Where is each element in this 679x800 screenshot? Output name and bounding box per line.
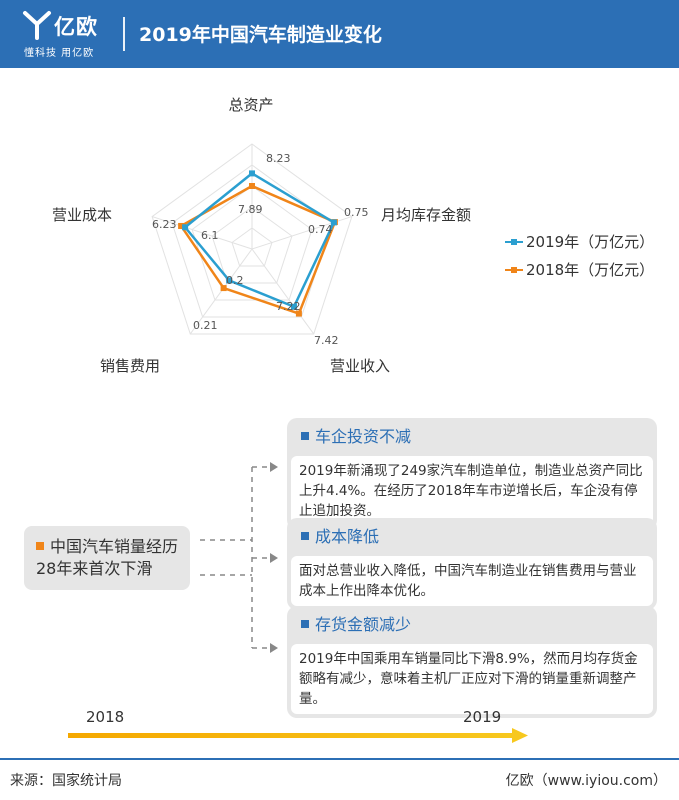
value-2018-monthly-inventory: 0.75 [344, 206, 369, 219]
legend-dot-2019 [511, 239, 517, 245]
footer-credit: 亿欧（www.iyiou.com） [505, 773, 667, 789]
radar-axis-labels: 总资产 月均库存金额 营业收入 销售费用 营业成本 [52, 96, 471, 375]
card-title: 车企投资不减 [315, 427, 412, 446]
radar-chart: 总资产 月均库存金额 营业收入 销售费用 营业成本 8.23 7.89 0.75… [52, 96, 654, 375]
timeline-bar [68, 733, 514, 738]
timeline-end-label: 2019 [463, 708, 502, 726]
page-title: 2019年中国汽车制造业变化 [139, 24, 382, 46]
value-2019-monthly-inventory: 0.74 [308, 223, 333, 236]
connector-lines [200, 462, 278, 653]
blue-square-icon [301, 432, 309, 440]
header-bar: 亿欧 懂科技 用亿欧 2019年中国汽车制造业变化 [0, 0, 679, 68]
arrow-top [270, 462, 278, 472]
axis-label-monthly-inventory: 月均库存金额 [381, 206, 471, 224]
card-body: 面对总营业收入降低，中国汽车制造业在销售费用与营业成本上作出降本优化。 [291, 556, 653, 606]
radar-value-labels: 8.23 7.89 0.75 0.74 7.22 7.42 0.2 0.21 6… [152, 152, 369, 347]
orange-square-icon [36, 542, 44, 550]
value-2018-selling-expense: 0.21 [193, 319, 218, 332]
arrow-bottom [270, 643, 278, 653]
axis-label-selling-expense: 销售费用 [100, 357, 160, 375]
notes-section: 中国汽车销量经历28年来首次下滑 车企投资不减 2019年新涌现了249家汽车制… [0, 410, 679, 718]
legend-label-2018: 2018年（万亿元） [526, 261, 654, 279]
blue-square-icon [301, 532, 309, 540]
radar-grid-ring [211, 206, 293, 284]
header-divider [123, 17, 125, 51]
axis-label-operating-cost: 营业成本 [52, 206, 112, 224]
value-2019-operating-cost: 6.1 [201, 229, 219, 242]
footer-divider [0, 758, 679, 760]
card-inventory: 存货金额减少 2019年中国乘用车销量同比下滑8.9%，然而月均存货金额略有减少… [287, 606, 657, 718]
card-body: 2019年中国乘用车销量同比下滑8.9%，然而月均存货金额略有减少，意味着主机厂… [291, 644, 653, 714]
value-2019-revenue: 7.22 [276, 300, 301, 313]
radar-series-line [183, 172, 336, 309]
value-2018-revenue: 7.42 [314, 334, 339, 347]
radar-point [178, 222, 185, 229]
radar-spoke [189, 248, 253, 335]
radar-grid-ring [151, 143, 353, 335]
radar-spoke [151, 216, 253, 250]
card-cost: 成本降低 面对总营业收入降低，中国汽车制造业在销售费用与营业成本上作出降本优化。 [287, 518, 657, 610]
card-title-row: 成本降低 [287, 518, 657, 556]
timeline-start-label: 2018 [86, 708, 125, 726]
card-investment: 车企投资不减 2019年新涌现了249家汽车制造单位，制造业总资产同比上升4.4… [287, 418, 657, 530]
legend-label-2019: 2019年（万亿元） [526, 233, 654, 251]
card-title-row: 车企投资不减 [287, 418, 657, 456]
radar-point [220, 285, 227, 292]
radar-point [295, 310, 302, 317]
radar-point [182, 224, 189, 231]
timeline: 2018 2019 [0, 700, 679, 750]
blue-square-icon [301, 620, 309, 628]
legend-dot-2018 [511, 267, 517, 273]
radar-point [330, 219, 337, 226]
card-title: 存货金额减少 [315, 615, 412, 634]
radar-point [249, 170, 255, 177]
footer-source: 来源：国家统计局 [10, 773, 122, 789]
logo-slogan: 懂科技 用亿欧 [24, 48, 95, 59]
card-title-row: 存货金额减少 [287, 606, 657, 644]
axis-label-revenue: 营业收入 [330, 357, 390, 375]
arrow-mid [270, 553, 278, 563]
value-2018-operating-cost: 6.23 [152, 218, 177, 231]
radar-spoke [251, 248, 315, 335]
timeline-arrow [68, 728, 528, 743]
timeline-arrowhead [512, 728, 528, 743]
axis-label-total-assets: 总资产 [228, 96, 273, 114]
value-2019-total-assets: 8.23 [266, 152, 291, 165]
connector-trunk [200, 467, 253, 648]
cause-text: 中国汽车销量经历28年来首次下滑 [36, 537, 179, 578]
card-body: 2019年新涌现了249家汽车制造单位，制造业总资产同比上升4.4%。在经历了2… [291, 456, 653, 526]
value-2018-total-assets: 7.89 [238, 203, 263, 216]
legend: 2019年（万亿元） 2018年（万亿元） [505, 233, 654, 279]
card-title: 成本降低 [315, 527, 380, 546]
logo-icon [23, 11, 51, 40]
radar-grid-ring [191, 185, 313, 301]
value-2019-selling-expense: 0.2 [226, 274, 244, 287]
radar-point [249, 183, 255, 189]
radar-grid-ring [231, 227, 273, 267]
cause-box: 中国汽车销量经历28年来首次下滑 [24, 526, 190, 590]
logo-text: 亿欧 [54, 15, 98, 39]
radar-point [290, 303, 297, 310]
radar-series [178, 170, 338, 317]
radar-point [226, 277, 233, 284]
